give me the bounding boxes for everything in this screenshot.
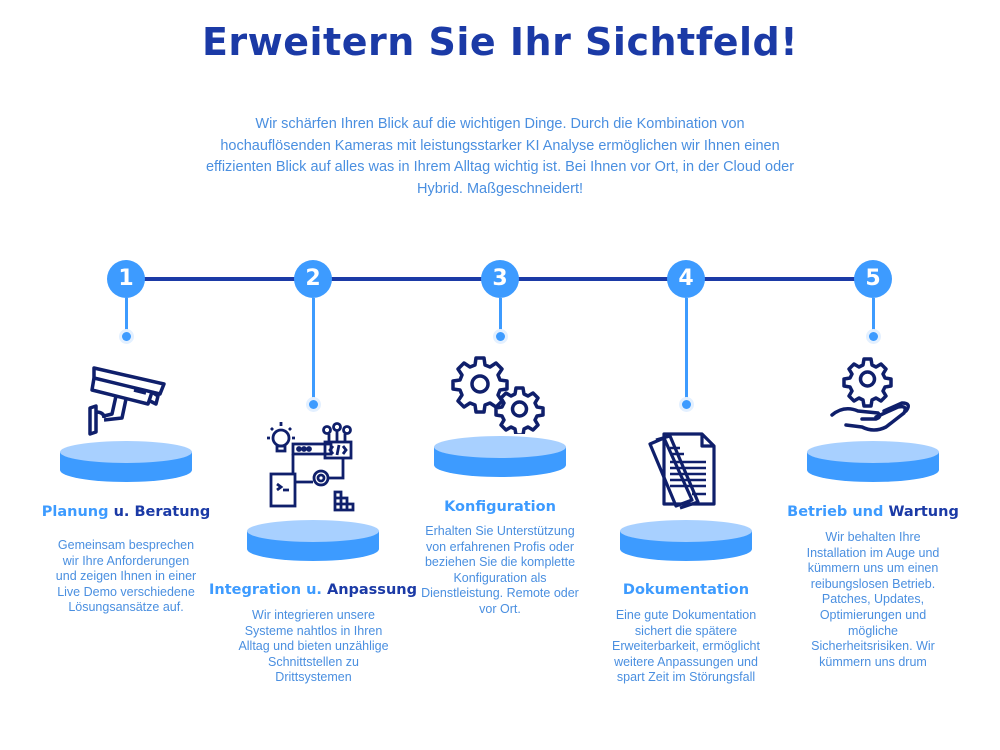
security-camera-icon [86,360,176,445]
pedestal [434,436,566,477]
step-number-badge: 3 [481,260,519,298]
step-connector [498,298,502,336]
step-heading-dark: Anpassung [326,582,417,598]
step-description: Eine gute Dokumentation sichert die spät… [612,608,760,685]
step-connector [124,298,128,336]
step-dot [868,331,878,341]
step-connector [684,298,688,404]
page-title: Erweitern Sie Ihr Sichtfeld! [201,20,799,64]
step-heading: Dokumentation [576,582,796,598]
step-connector [871,298,875,336]
step-heading-light: Planung [41,504,109,520]
integration-icon [263,418,363,518]
step-heading: Planung u. Beratung [16,504,236,520]
step-number-badge: 4 [667,260,705,298]
pedestal [807,441,939,482]
step-heading-light: Konfiguration [444,499,556,515]
step-dot [308,399,318,409]
step-heading-light: Dokumentation [622,582,750,598]
step-description: Wir integrieren unsere Systeme nahtlos i… [238,608,389,685]
step-heading-dark: u. Beratung [113,504,211,520]
step-heading: Integration u. Anpassung [203,582,423,598]
step-description: Erhalten Sie Unterstützung von erfahrene… [421,524,579,616]
step-heading-dark: Wartung [888,504,959,520]
step-heading-light: Integration u. [209,582,322,598]
step-dot [495,331,505,341]
step-heading: Betrieb und Wartung [763,504,983,520]
gears-icon [450,354,550,439]
step-connector [311,298,315,404]
step-number-badge: 2 [294,260,332,298]
pedestal [620,520,752,561]
documents-icon [646,430,726,517]
pedestal [247,520,379,561]
step-dot [681,399,691,409]
step-description: Wir behalten Ihre Installation im Auge u… [806,530,940,669]
step-number-badge: 1 [107,260,145,298]
hand-gear-icon [828,355,918,445]
step-heading: Konfiguration [390,499,610,515]
step-heading-light: Betrieb und [787,504,884,520]
step-description: Gemeinsam besprechen wir Ihre Anforderun… [55,538,197,615]
pedestal [60,441,192,482]
step-number-badge: 5 [854,260,892,298]
intro-text: Wir schärfen Ihren Blick auf die wichtig… [205,116,795,197]
step-dot [121,331,131,341]
